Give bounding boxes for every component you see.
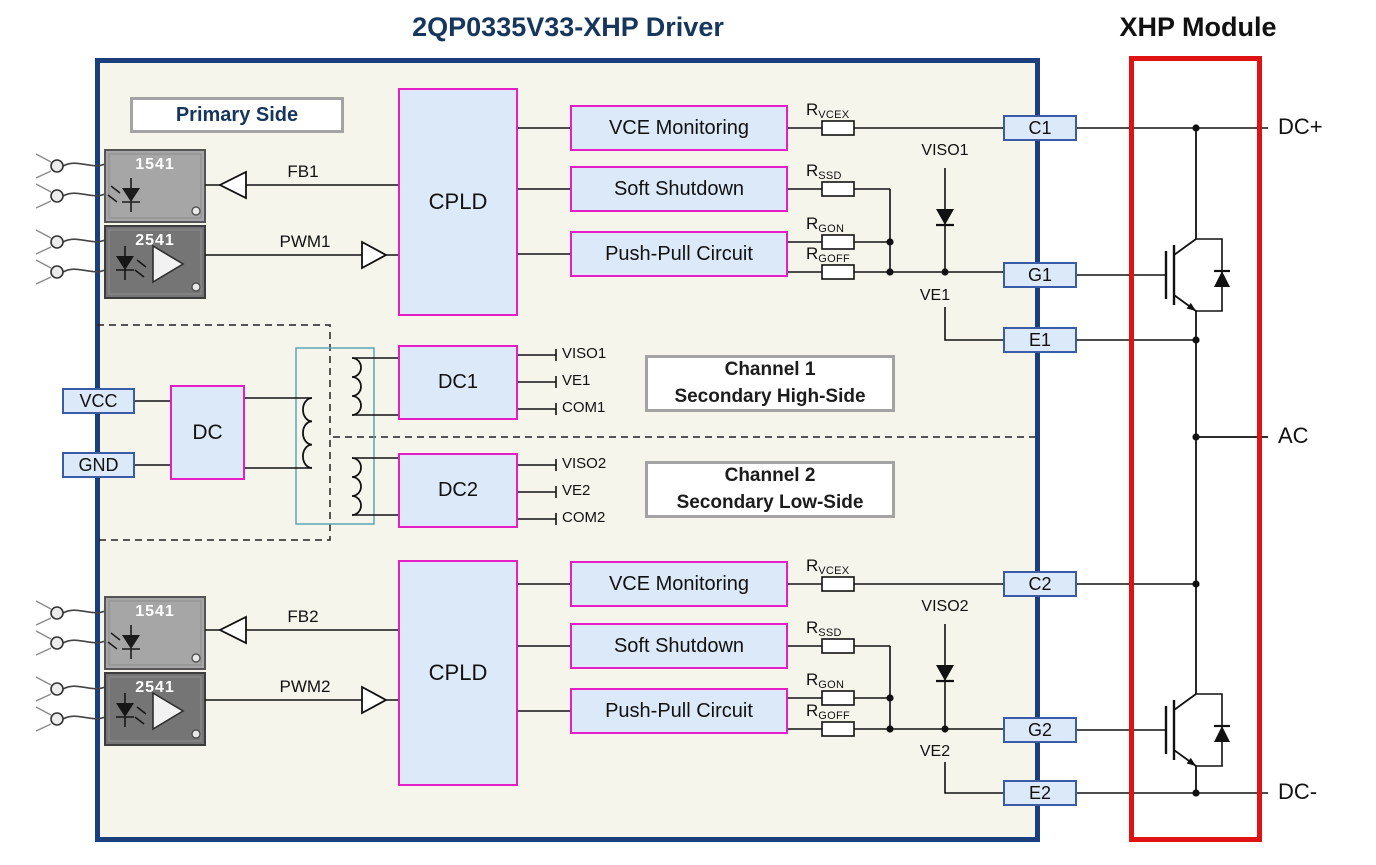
dc2-block: DC2 xyxy=(398,453,518,528)
e1-terminal: E1 xyxy=(1003,327,1077,353)
viso1-pin-label: VISO1 xyxy=(562,345,607,362)
xhp-module-box xyxy=(1129,56,1262,842)
ve2-label: VE2 xyxy=(919,743,951,760)
rgon2-label: RGON xyxy=(806,670,845,691)
dc2-output-pins xyxy=(518,459,557,525)
dc-converter-block: DC xyxy=(170,385,245,480)
rgoff2-label: RGOFF xyxy=(806,701,851,722)
rgon1-label: RGON xyxy=(806,214,845,235)
resistor-rgoff1-icon xyxy=(821,264,855,280)
rssd2-label: RSSD xyxy=(806,618,842,639)
pwm1-buffer-icon xyxy=(361,241,387,269)
dc1-block: DC1 xyxy=(398,345,518,420)
vce-monitoring1-block: VCE Monitoring xyxy=(570,105,788,151)
pwm1-label: PWM1 xyxy=(279,232,331,251)
fb2-label: FB2 xyxy=(287,607,319,626)
g2-terminal: G2 xyxy=(1003,717,1077,743)
channel1-line1: Channel 1 xyxy=(724,358,816,380)
resistor-rssd1-icon xyxy=(821,181,855,197)
channel1-line2: Secondary High-Side xyxy=(674,385,866,407)
resistor-rvcex1-icon xyxy=(821,120,855,136)
module-bus-wires xyxy=(1195,128,1268,793)
dc-minus-label: DC- xyxy=(1278,779,1318,804)
fb1-arrow-icon xyxy=(219,171,247,199)
g1-terminal: G1 xyxy=(1003,262,1077,288)
channel2-label-box: Channel 2 Secondary Low-Side xyxy=(645,461,895,518)
c2-terminal: C2 xyxy=(1003,571,1077,597)
viso1-diode-icon xyxy=(934,207,956,227)
viso2-pin-label: VISO2 xyxy=(562,455,607,472)
fb2-arrow-icon xyxy=(219,616,247,644)
rvcex1-label: RVCEX xyxy=(806,100,850,121)
soft-shutdown2-block: Soft Shutdown xyxy=(570,623,788,669)
opto1541-top-label: 1541 xyxy=(135,156,175,173)
dc-plus-label: DC+ xyxy=(1278,114,1323,139)
ve1-label: VE1 xyxy=(919,287,951,304)
vce-monitoring2-block: VCE Monitoring xyxy=(570,561,788,607)
pwm2-label: PWM2 xyxy=(279,677,331,696)
soft-shutdown1-block: Soft Shutdown xyxy=(570,166,788,212)
wire-vcc-gnd xyxy=(135,400,170,466)
vcc-terminal: VCC xyxy=(62,388,135,414)
channel2-line1: Channel 2 xyxy=(724,464,816,486)
opto2541-top-label: 2541 xyxy=(135,232,175,249)
channel2-line2: Secondary Low-Side xyxy=(676,491,864,513)
com2-pin-label: COM2 xyxy=(562,509,606,526)
ac-label: AC xyxy=(1278,423,1309,448)
cpld1-block: CPLD xyxy=(398,88,518,316)
pwm2-buffer-icon xyxy=(361,686,387,714)
module-title: XHP Module xyxy=(1119,11,1277,42)
fb1-label: FB1 xyxy=(287,162,319,181)
viso2-label: VISO2 xyxy=(921,598,969,615)
com1-pin-label: COM1 xyxy=(562,399,606,416)
rssd1-label: RSSD xyxy=(806,161,842,182)
e2-terminal: E2 xyxy=(1003,780,1077,806)
gnd-terminal: GND xyxy=(62,452,135,478)
dc1-output-pins xyxy=(518,349,557,415)
resistor-rvcex2-icon xyxy=(821,576,855,592)
transformer-icon xyxy=(245,347,398,525)
resistor-rgoff2-icon xyxy=(821,721,855,737)
primary-side-label: Primary Side xyxy=(130,97,344,133)
driver-title: 2QP0335V33-XHP Driver xyxy=(412,11,724,42)
ve1-pin-label: VE1 xyxy=(562,372,591,389)
opto2541-bottom-label: 2541 xyxy=(135,679,175,696)
opto1541-bottom-label: 1541 xyxy=(135,603,175,620)
isolation-barrier-primary xyxy=(97,324,331,541)
cpld2-block: CPLD xyxy=(398,560,518,786)
ve2-pin-label: VE2 xyxy=(562,482,591,499)
rgoff1-label: RGOFF xyxy=(806,244,851,265)
resistor-rssd2-icon xyxy=(821,638,855,654)
push-pull1-block: Push-Pull Circuit xyxy=(570,231,788,277)
rvcex2-label: RVCEX xyxy=(806,556,850,577)
viso1-label: VISO1 xyxy=(921,142,969,159)
push-pull2-block: Push-Pull Circuit xyxy=(570,688,788,734)
viso2-diode-icon xyxy=(934,663,956,683)
c1-terminal: C1 xyxy=(1003,115,1077,141)
channel1-label-box: Channel 1 Secondary High-Side xyxy=(645,355,895,412)
